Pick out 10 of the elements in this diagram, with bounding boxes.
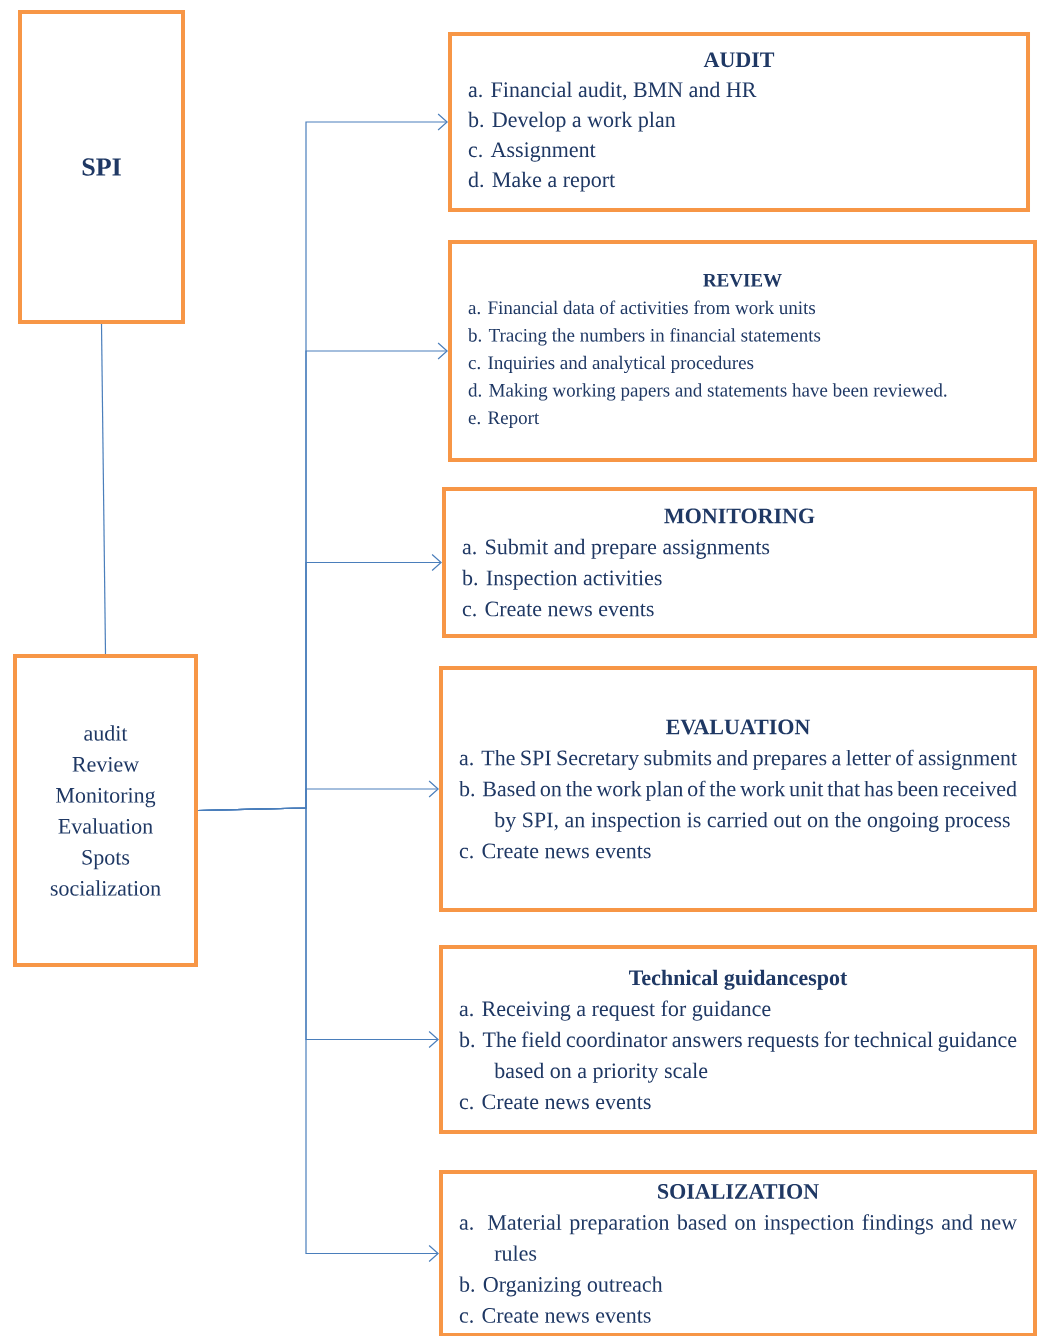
process-box: MONITORING a. Submit and prepare assignments b. Inspection activities c. Create news events [442, 487, 1037, 638]
process-box: SOIALIZATION a. Material preparation based on inspection findings and new rules b. Organizing outreach c. Create news events [439, 1170, 1037, 1336]
arrow [197, 807, 439, 1263]
process-box: audit Review Monitoring Evaluation Spots socialization [13, 654, 198, 967]
process-box: EVALUATION a. The SPI Secretary submits and prepares a letter of assignment b. Based on the work plan of the work unit that has been received by SPI, an inspection is carried out on the ongoing process c. Create news events [439, 666, 1037, 912]
process-box: AUDIT a. Financial audit, BMN and HR b. Develop a work plan c. Assignment d. Make a report [448, 32, 1030, 212]
process-box: Technical guidancespot a. Receiving a request for guidance b. The field coordinator answers requests for technical guidance based on a priority scale c. Create news events [439, 945, 1037, 1134]
process-box: REVIEW a. Financial data of activities from work units b. Tracing the numbers in financial statements c. Inquiries and analytical procedures d. Making working papers and statements have been reviewed. e. Report [448, 240, 1037, 462]
connector-line [100, 323, 107, 655]
process-box: SPI [18, 10, 185, 324]
